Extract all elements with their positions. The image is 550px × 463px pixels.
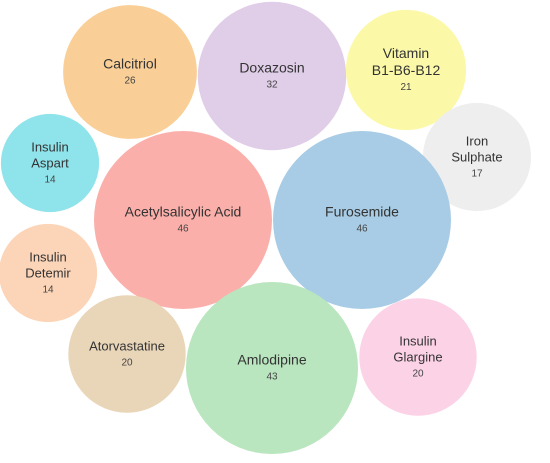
bubble-circle-insulin-aspart[interactable] bbox=[0, 113, 100, 213]
bubble-value-calcitriol: 26 bbox=[124, 76, 136, 87]
bubble-value-atorvastatine: 20 bbox=[121, 358, 133, 369]
bubble-label-furosemide: Furosemide bbox=[325, 204, 399, 220]
bubble-value-acetylsalicylic-acid: 46 bbox=[177, 224, 189, 235]
bubble-value-doxazosin: 32 bbox=[266, 80, 278, 91]
bubble-label-atorvastatine: Atorvastatine bbox=[89, 339, 165, 354]
bubble-circle-vitamin-b1-b6-b12[interactable] bbox=[345, 9, 467, 131]
bubble-value-insulin-aspart: 14 bbox=[44, 175, 56, 186]
bubble-label-amlodipine: Amlodipine bbox=[237, 352, 306, 368]
bubble-furosemide[interactable]: Furosemide 46 bbox=[273, 131, 451, 309]
bubble-circle-iron-sulphate[interactable] bbox=[422, 102, 532, 212]
bubble-value-furosemide: 46 bbox=[356, 224, 368, 235]
bubble-amlodipine[interactable]: Amlodipine 43 bbox=[186, 282, 358, 454]
bubble-circle-insulin-detemir[interactable] bbox=[0, 223, 98, 323]
bubble-acetylsalicylic-acid[interactable]: Acetylsalicylic Acid 46 bbox=[94, 131, 272, 309]
bubble-circle-doxazosin[interactable] bbox=[197, 1, 347, 151]
bubble-label-calcitriol: Calcitriol bbox=[103, 56, 157, 72]
bubble-value-insulin-glargine: 20 bbox=[412, 369, 424, 380]
bubble-circle-insulin-glargine[interactable] bbox=[359, 298, 477, 416]
bubble-value-amlodipine: 43 bbox=[266, 372, 278, 383]
bubble-circle-atorvastatine[interactable] bbox=[68, 295, 186, 413]
bubble-value-vitamin-b1-b6-b12: 21 bbox=[400, 82, 412, 93]
bubble-value-insulin-detemir: 14 bbox=[42, 285, 54, 296]
bubble-circle-calcitriol[interactable] bbox=[63, 5, 197, 139]
bubble-circle-acetylsalicylic-acid[interactable] bbox=[94, 131, 272, 309]
bubble-doxazosin[interactable]: Doxazosin 32 bbox=[197, 1, 347, 151]
bubble-calcitriol[interactable]: Calcitriol 26 bbox=[63, 5, 197, 139]
bubble-circle-furosemide[interactable] bbox=[273, 131, 451, 309]
bubble-label-doxazosin: Doxazosin bbox=[239, 60, 304, 76]
bubble-circle-amlodipine[interactable] bbox=[186, 282, 358, 454]
bubble-atorvastatine[interactable]: Atorvastatine 20 bbox=[68, 295, 186, 413]
bubble-label-acetylsalicylic-acid: Acetylsalicylic Acid bbox=[125, 204, 242, 220]
bubble-value-iron-sulphate: 17 bbox=[471, 169, 483, 180]
